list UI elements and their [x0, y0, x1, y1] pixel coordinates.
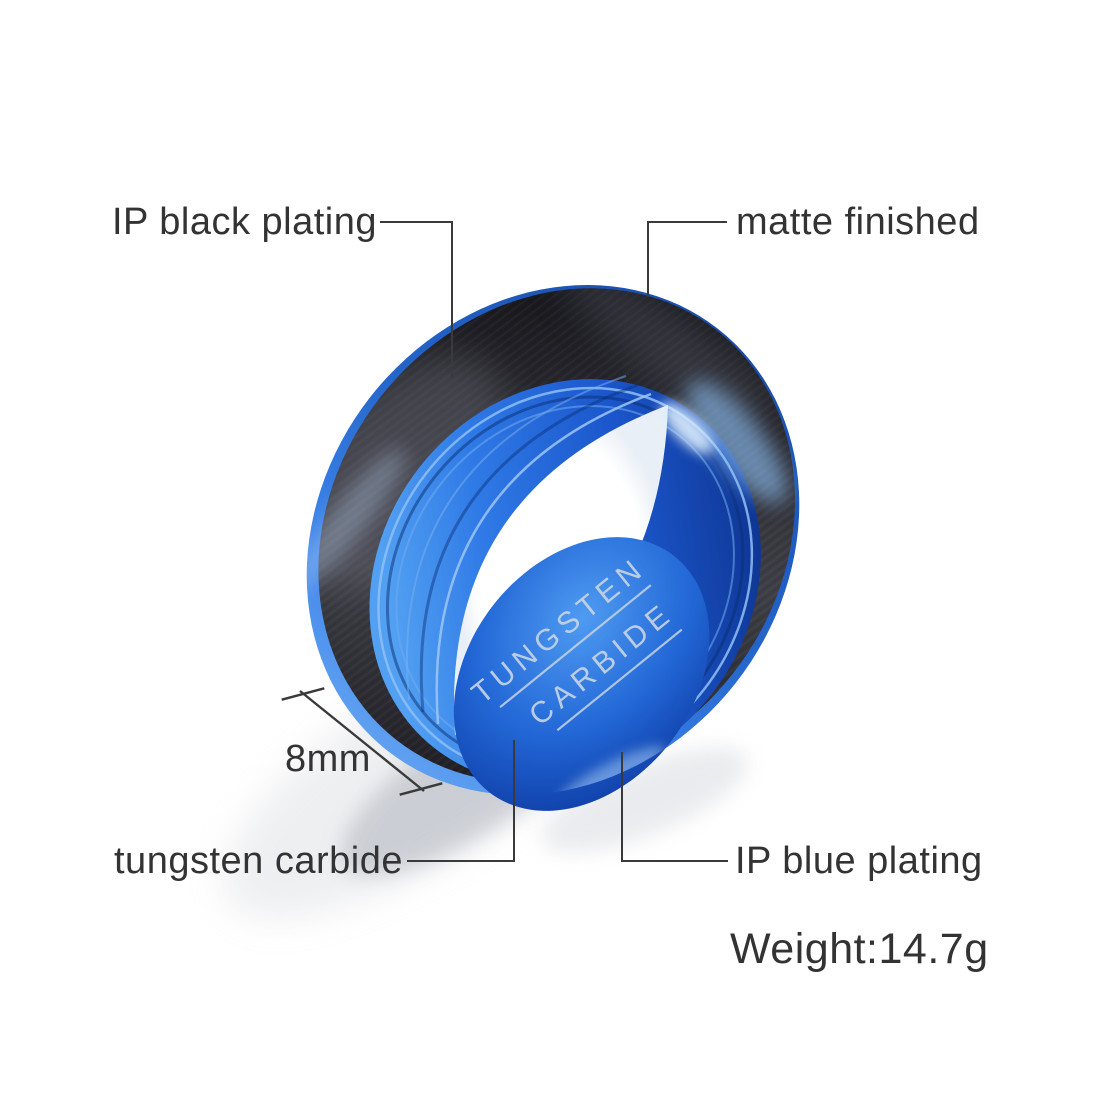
engraving-underline-1	[499, 584, 652, 709]
callout-line-tungsten-carbide	[407, 740, 515, 862]
label-matte-finished: matte finished	[736, 201, 980, 243]
callout-line-ip-blue-plating	[621, 752, 728, 862]
label-dimension-8mm: 8mm	[285, 738, 371, 780]
dimension-line-8mm	[281, 687, 443, 796]
label-ip-black-plating: IP black plating	[112, 201, 378, 243]
label-ip-blue-plating: IP blue plating	[735, 840, 983, 882]
ring-inner-near-wall	[453, 537, 710, 811]
label-tungsten-carbide: tungsten carbide	[114, 840, 403, 882]
dimension-tick-top	[281, 687, 325, 701]
engraving-underline-2	[556, 628, 683, 732]
dimension-tick-bottom	[399, 782, 443, 796]
ring-inner-step-lines	[405, 375, 652, 725]
callout-line-ip-black-plating	[380, 221, 453, 377]
label-weight: Weight:14.7g	[730, 925, 989, 973]
callout-line-matte-finished	[647, 221, 727, 297]
